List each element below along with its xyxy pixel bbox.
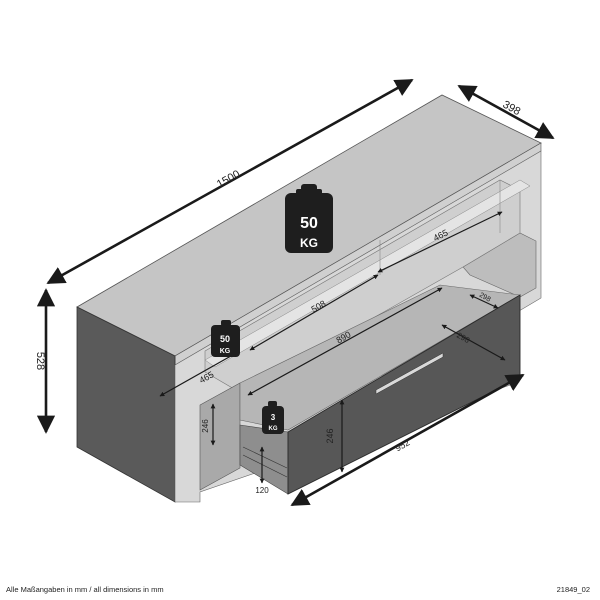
dim-line-inner-width	[247, 287, 443, 396]
label-width: 1500	[215, 168, 242, 190]
weight-icon-shelf: 50 KG	[211, 320, 240, 357]
drawer-box-left	[239, 424, 289, 495]
weight-icon-top: 50 KG	[285, 184, 333, 253]
dim-line-shelf-depth	[469, 294, 499, 309]
label-side-height: 246	[325, 428, 335, 443]
weight-top-unit: KG	[300, 236, 318, 250]
dim-line-width	[46, 78, 414, 285]
dim-line-top-shelf-right	[377, 211, 503, 273]
dim-line-depth	[457, 84, 555, 140]
dimension-lines	[36, 78, 555, 507]
weight-drawer-unit: KG	[269, 426, 278, 432]
footer-dimensions-note: Alle Maßangaben in mm / all dimensions i…	[6, 585, 164, 594]
weight-top-value: 50	[300, 215, 318, 232]
label-drawer-height: 120	[255, 486, 269, 495]
label-height: 528	[34, 352, 46, 370]
dim-line-drawer-width	[290, 373, 525, 507]
label-shelf-depth: 298	[478, 292, 492, 304]
tv-cabinet	[76, 94, 542, 503]
dim-line-shelf-left	[159, 351, 239, 397]
footer-product-code: 21849_02	[556, 585, 590, 594]
weight-icon-drawer: 3 KG	[262, 401, 284, 434]
drawer-rail	[242, 454, 288, 478]
weight-drawer-value: 3	[271, 413, 276, 422]
weight-shelf-unit: KG	[220, 348, 231, 355]
weight-shelf-value: 50	[220, 334, 230, 344]
dim-line-drawer-depth	[441, 324, 506, 361]
label-compartment-height: 246	[201, 419, 210, 433]
drawer-rail	[242, 446, 288, 469]
label-depth: 398	[501, 99, 523, 118]
